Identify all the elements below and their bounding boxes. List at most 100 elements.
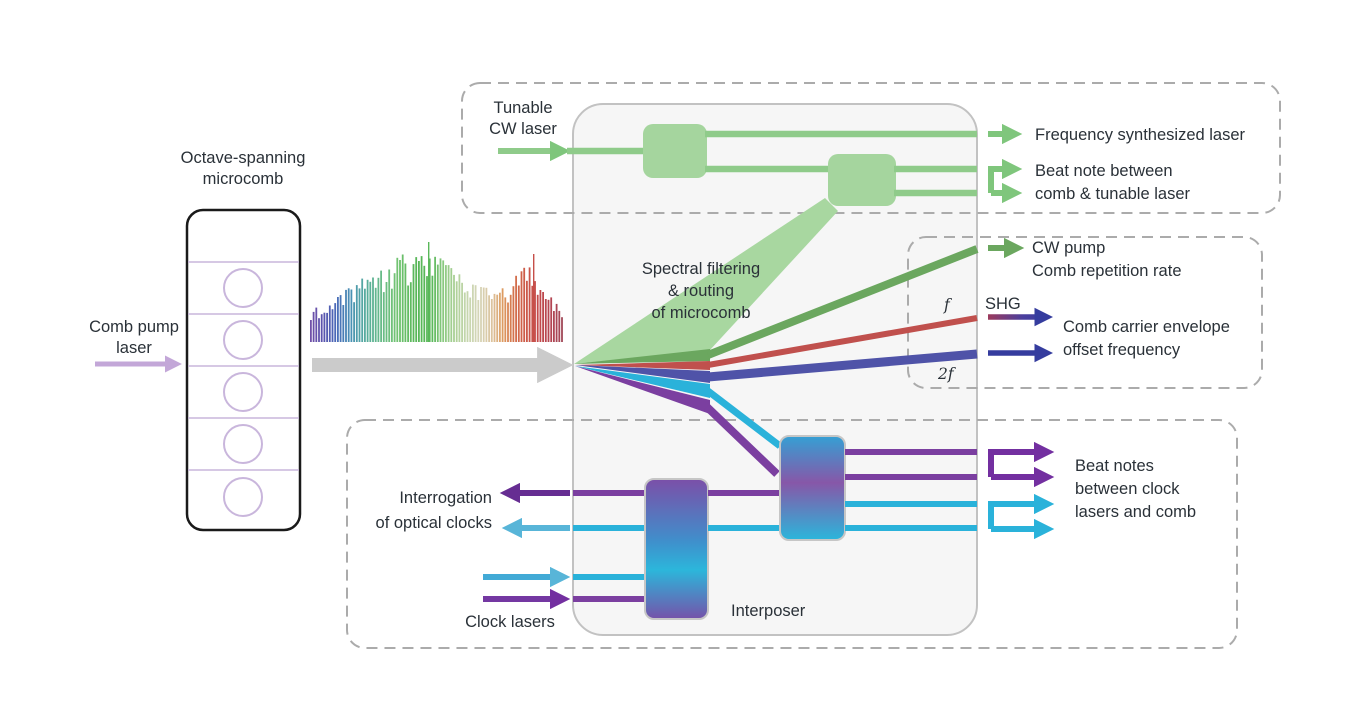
f-line	[707, 315, 978, 368]
beam-wedge-darkgreen	[574, 349, 710, 364]
spectrum-bar	[369, 281, 372, 342]
ring-resonator-icon	[223, 424, 263, 464]
spectrum-bar	[318, 318, 320, 342]
spectrum-bar	[385, 282, 388, 342]
spectrum-bar	[453, 274, 455, 342]
two-f-line	[707, 349, 978, 382]
spectrum-bar	[415, 257, 418, 342]
spectrum-bar	[450, 268, 453, 342]
interrogation-label: Interrogation of optical clocks	[356, 486, 492, 536]
spectrum-bar	[420, 256, 423, 342]
spectrum-bar	[555, 303, 558, 342]
freq-synth-label: Frequency synthesized laser	[1035, 126, 1246, 144]
clock-dashed-box	[346, 419, 1238, 649]
spectrum-bar	[474, 285, 477, 342]
coupler-block-2	[828, 154, 896, 206]
spectrum-bar	[445, 265, 447, 342]
spectrum-bar	[455, 281, 458, 342]
shg-label: SHG	[985, 295, 1021, 313]
tunable-laser-circuit	[498, 123, 1023, 206]
spectrum-bar	[396, 257, 399, 342]
spectrum-bar	[504, 297, 507, 342]
spectrum-bar	[488, 295, 490, 342]
tunable-line1: Tunable	[493, 99, 553, 117]
spectrum-bar	[482, 287, 485, 342]
ceo-circuit	[988, 237, 1054, 363]
spectrum-bar	[426, 276, 428, 342]
spectrum-bar	[366, 279, 369, 342]
spectrum-bar	[558, 310, 561, 342]
ring-resonator-icon	[223, 320, 263, 360]
spectrum-bar	[531, 285, 534, 342]
chip-outline	[185, 208, 302, 532]
beam-wedge-red	[575, 361, 710, 370]
spectrum-bar	[553, 311, 555, 342]
coupler-block-1	[643, 124, 707, 178]
spectrum-bar	[442, 260, 445, 342]
spectrum-bar	[361, 278, 364, 342]
spectrum-bar	[515, 275, 517, 342]
beat-notes-line2: between clock	[1075, 480, 1180, 498]
spectrum-bar	[485, 287, 488, 342]
spectrum-bar	[493, 293, 496, 342]
spectrum-bar	[547, 299, 550, 342]
spectrum-bar	[320, 314, 323, 342]
ring-resonator-icon	[223, 268, 263, 308]
beat-notes-bracket-purple	[988, 441, 1055, 477]
spectrum-bar	[550, 297, 553, 342]
interrogation-line2: of optical clocks	[375, 514, 492, 532]
spectrum-bar	[490, 299, 493, 342]
two-f-label: 2f	[938, 365, 954, 383]
tunable-cw-laser-label: Tunable CW laser	[468, 98, 578, 140]
cyan-diagonal	[705, 388, 783, 449]
spectrum-bar	[461, 282, 463, 342]
beat-note-bracket-arrow	[988, 158, 1023, 193]
beam-wedge-cyan	[575, 366, 710, 398]
spectrum-bar	[496, 294, 499, 342]
spectrum-bar	[358, 288, 361, 342]
spectral-line1: Spectral filtering	[641, 260, 761, 278]
spectrum-bar	[463, 292, 466, 342]
clock-circuit	[483, 435, 1055, 620]
spectrum-bar	[364, 288, 366, 342]
spectrum-bar	[528, 267, 531, 342]
clock-lasers-label: Clock lasers	[465, 613, 555, 631]
spectrum-bar	[561, 317, 563, 342]
microcomb-chip	[185, 208, 302, 532]
beat-note-line2: comb & tunable laser	[1035, 185, 1191, 203]
spectrum-bar	[409, 282, 412, 342]
beat-notes-bracket-cyan	[988, 493, 1055, 529]
gradient-mixer-1	[644, 478, 709, 620]
beam-wedge-purple	[575, 366, 710, 414]
spectrum-bar	[520, 271, 523, 342]
spectrum-bar	[353, 302, 355, 342]
spectrum-bar	[407, 285, 409, 342]
spectrum-bar	[512, 286, 515, 342]
spectrum-bar	[466, 291, 469, 342]
spectrum-bar	[331, 309, 334, 342]
spectrum-bar	[536, 294, 539, 342]
tunable-line2: CW laser	[489, 120, 557, 138]
spectrum-bar	[347, 288, 350, 342]
spectrum-bar	[377, 277, 380, 342]
spectrum-bar	[312, 311, 315, 342]
spectrum-bar	[391, 288, 393, 342]
spectrum-bar	[509, 294, 512, 342]
beat-notes-label: Beat notes between clock lasers and comb	[1075, 455, 1196, 524]
spectral-fanout	[574, 198, 979, 477]
spectrum-bar	[447, 265, 450, 342]
spectrum-bar	[423, 265, 426, 342]
spectrum-bar	[326, 312, 328, 342]
ring-resonator-icon	[223, 372, 263, 412]
octave-line2: microcomb	[202, 170, 284, 188]
spectrum-bar	[507, 302, 509, 342]
spectrum-bar	[401, 254, 404, 342]
spectrum-bar	[431, 275, 434, 342]
spectrum-bar	[310, 320, 312, 342]
spectrum-bar	[337, 297, 339, 342]
spectrum-bar	[517, 285, 520, 342]
spectrum-bar	[374, 287, 377, 342]
spectrum-spike	[428, 242, 430, 342]
